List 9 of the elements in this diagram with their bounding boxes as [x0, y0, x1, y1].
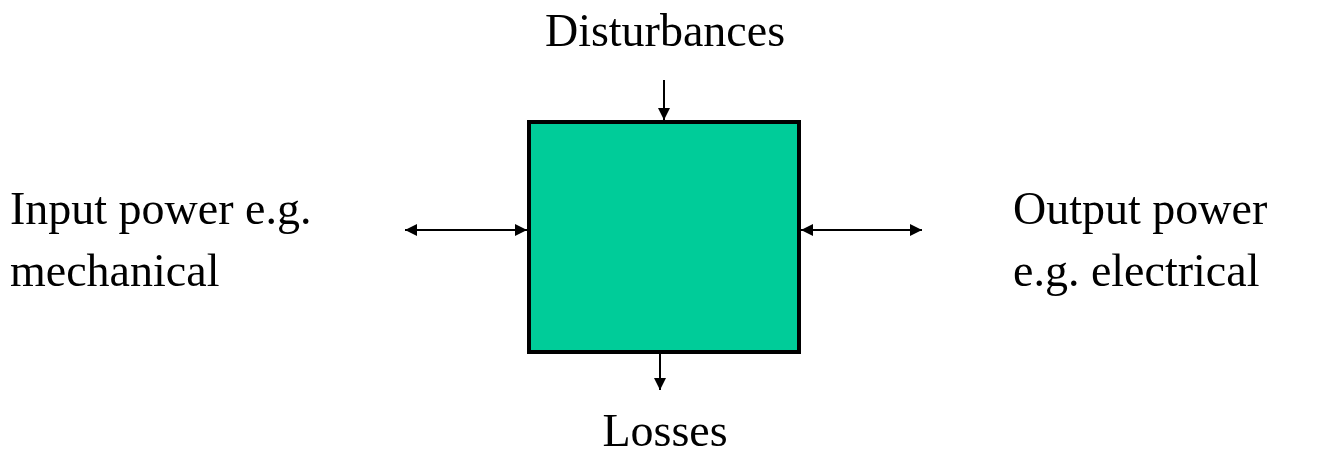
arrow [654, 353, 666, 391]
node-label: Disturbances [543, 4, 787, 58]
system-block [527, 120, 801, 354]
node-label: Input power e.g. mechanical [10, 182, 313, 298]
node-label: Output power e.g. electrical [1013, 182, 1269, 298]
arrow [404, 224, 528, 236]
node-label: Losses [601, 404, 729, 458]
arrow [658, 79, 670, 121]
arrow [800, 224, 923, 236]
